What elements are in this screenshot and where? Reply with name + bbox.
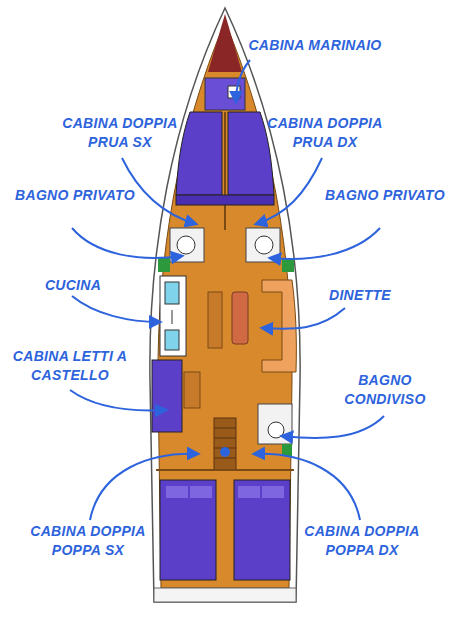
galley-sink — [165, 282, 179, 304]
pillow — [166, 486, 188, 498]
room-label: BAGNO PRIVATO — [15, 186, 135, 205]
bunk-bed — [152, 360, 182, 432]
leader-line — [254, 454, 360, 520]
room-label: CABINA DOPPIA PRUA DX — [255, 114, 395, 152]
companionway — [214, 418, 236, 470]
leader-line — [236, 60, 250, 102]
bench — [208, 292, 222, 348]
aft-bed-left — [160, 480, 216, 580]
wood-floor — [158, 22, 292, 588]
leader-line — [72, 296, 160, 322]
forward-shelf — [176, 195, 274, 205]
aft-bed-right — [234, 480, 290, 580]
pillow — [238, 486, 260, 498]
room-label: CABINA DOPPIA POPPA DX — [287, 522, 437, 560]
dinette-sofa — [262, 280, 296, 372]
room-label: BAGNO PRIVATO — [325, 186, 445, 205]
pillow — [262, 486, 284, 498]
green-locker-aft — [282, 444, 292, 456]
room-label: CUCINA — [23, 276, 123, 295]
swim-platform — [154, 588, 296, 602]
bow-locker — [208, 14, 242, 72]
aft-bulkhead — [156, 469, 294, 471]
leader-line — [256, 158, 322, 224]
dinette-table — [232, 292, 248, 344]
forward-bed-left — [176, 112, 222, 195]
forward-bed-right — [228, 112, 274, 195]
steps — [214, 428, 236, 458]
bath-right — [246, 228, 280, 262]
bulkhead — [224, 112, 226, 230]
galley-line — [172, 310, 173, 324]
leader-line — [282, 416, 384, 438]
room-label: BAGNO CONDIVISO — [325, 371, 445, 409]
pillow — [190, 486, 212, 498]
room-label: CABINA DOPPIA POPPA SX — [13, 522, 163, 560]
room-label: DINETTE — [310, 286, 410, 305]
room-label: CABINA DOPPIA PRUA SX — [50, 114, 190, 152]
galley-counter — [160, 276, 186, 356]
room-label: CABINA MARINAIO — [240, 36, 390, 55]
galley-stove — [165, 330, 179, 350]
toilet-left — [177, 236, 195, 254]
leader-line — [90, 454, 198, 520]
leader-line — [72, 228, 182, 258]
hull — [150, 8, 300, 602]
bunk-locker — [184, 372, 200, 408]
leader-line — [262, 308, 345, 329]
step-mark — [220, 447, 230, 457]
leader-line — [70, 390, 166, 410]
shared-bath — [258, 404, 292, 444]
toilet-right — [255, 236, 273, 254]
leader-line — [270, 228, 380, 259]
green-locker-left — [158, 258, 170, 272]
green-locker-right — [282, 258, 294, 272]
toilet-shared — [268, 422, 284, 438]
room-label: CABINA LETTI A CASTELLO — [5, 347, 135, 385]
